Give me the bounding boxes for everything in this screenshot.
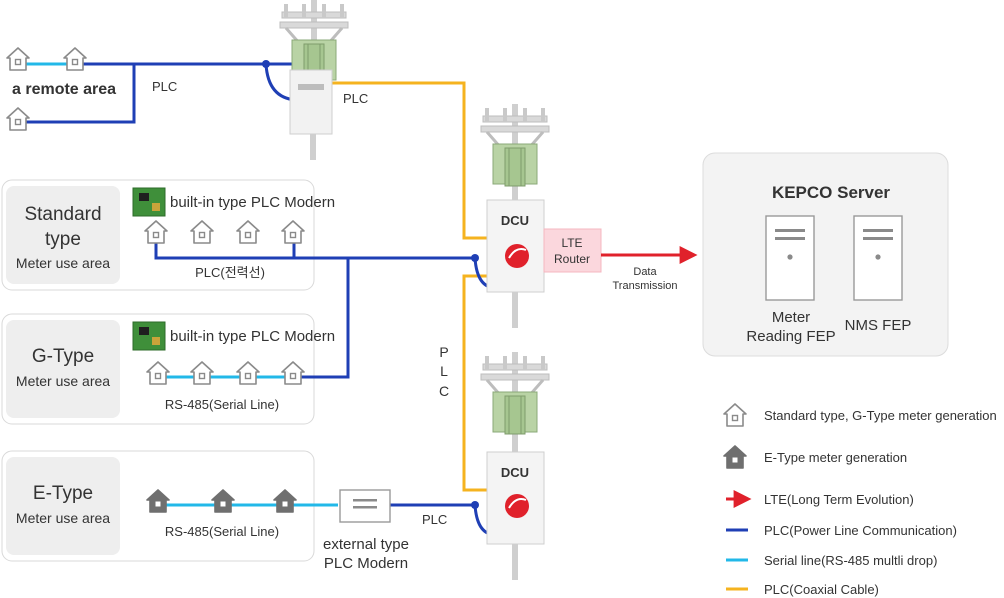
etype-subtitle: Meter use area	[16, 510, 110, 526]
lte-router-line1: LTE	[561, 236, 582, 250]
external-plc-modem-icon	[339, 489, 391, 523]
lte-router-line2: Router	[554, 252, 590, 266]
meter-fep-line1: Meter	[772, 309, 810, 326]
legend-label-5: PLC(Coaxial Cable)	[764, 582, 879, 597]
standard-area-label-box	[6, 186, 120, 284]
meter-fep-line2: Reading FEP	[746, 328, 835, 345]
legend: Standard type, G-Type meter generation E…	[723, 403, 997, 597]
data-transmission-line2: Transmission	[613, 280, 678, 292]
nms-fep-server-icon	[853, 215, 903, 301]
legend-label-3: PLC(Power Line Communication)	[764, 523, 957, 538]
pcb-modem-icon	[132, 187, 166, 217]
gtype-modem-label: built-in type PLC Modern	[170, 328, 335, 345]
legend-label-0: Standard type, G-Type meter generation	[764, 408, 997, 423]
gtype-area-label-box	[6, 320, 120, 418]
gtype-line-label: RS-485(Serial Line)	[165, 397, 279, 412]
kepco-logo-icon	[505, 494, 529, 518]
etype-title: E-Type	[33, 483, 93, 504]
etype-plc-label: PLC	[422, 512, 447, 527]
legend-label-4: Serial line(RS-485 multli drop)	[764, 553, 937, 568]
meter-reading-fep-server-icon	[765, 215, 815, 301]
pole-plc-box-slot	[298, 84, 324, 90]
dcu-top: DCU	[486, 199, 545, 293]
legend-label-1: E-Type meter generation	[764, 450, 907, 465]
standard-title-line1: Standard	[24, 204, 101, 225]
pcb-modem-icon	[132, 321, 166, 351]
vertical-plc-p: P	[439, 344, 448, 360]
coax-cable-lines	[328, 81, 487, 492]
server-title: KEPCO Server	[772, 183, 890, 202]
plc-junction-dcu-bottom	[471, 501, 479, 509]
kepco-server-panel	[702, 152, 949, 357]
standard-line-label: PLC(전력선)	[195, 265, 265, 280]
external-modem-line1: external type	[323, 536, 409, 553]
plc-lines	[24, 62, 497, 537]
remote-plc-label: PLC	[152, 79, 177, 94]
data-transmission-line1: Data	[633, 266, 657, 278]
house-filled-icon	[723, 445, 747, 469]
plc-junction-dcu-top	[471, 254, 479, 262]
etype-area-label-box	[6, 457, 120, 555]
vertical-plc-l: L	[440, 363, 448, 379]
standard-title-line2: type	[45, 229, 81, 250]
house-outline-icon	[63, 47, 87, 71]
standard-subtitle: Meter use area	[16, 255, 110, 271]
standard-modem-label: built-in type PLC Modern	[170, 194, 335, 211]
house-outline-icon	[723, 403, 747, 427]
etype-line-label: RS-485(Serial Line)	[165, 524, 279, 539]
dcu-bottom: DCU	[486, 451, 545, 545]
remote-pole-plc-label: PLC	[343, 91, 368, 106]
gtype-subtitle: Meter use area	[16, 373, 110, 389]
plc-junction-remote	[262, 60, 270, 68]
house-outline-icon	[6, 47, 30, 71]
house-outline-icon	[6, 107, 30, 131]
pole-shaft-remote	[310, 120, 316, 160]
lte-router-box	[543, 228, 602, 273]
pole-plc-box	[289, 69, 333, 135]
nms-fep-label: NMS FEP	[845, 317, 912, 334]
serial-lines	[24, 62, 338, 507]
vertical-plc-c: C	[439, 383, 449, 399]
dcu-bottom-label: DCU	[501, 465, 529, 480]
kepco-logo-icon	[505, 244, 529, 268]
dcu-top-label: DCU	[501, 213, 529, 228]
remote-area-label: a remote area	[12, 81, 116, 98]
gtype-title: G-Type	[32, 346, 94, 367]
external-modem-line2: PLC Modern	[324, 555, 408, 572]
legend-label-2: LTE(Long Term Evolution)	[764, 492, 914, 507]
